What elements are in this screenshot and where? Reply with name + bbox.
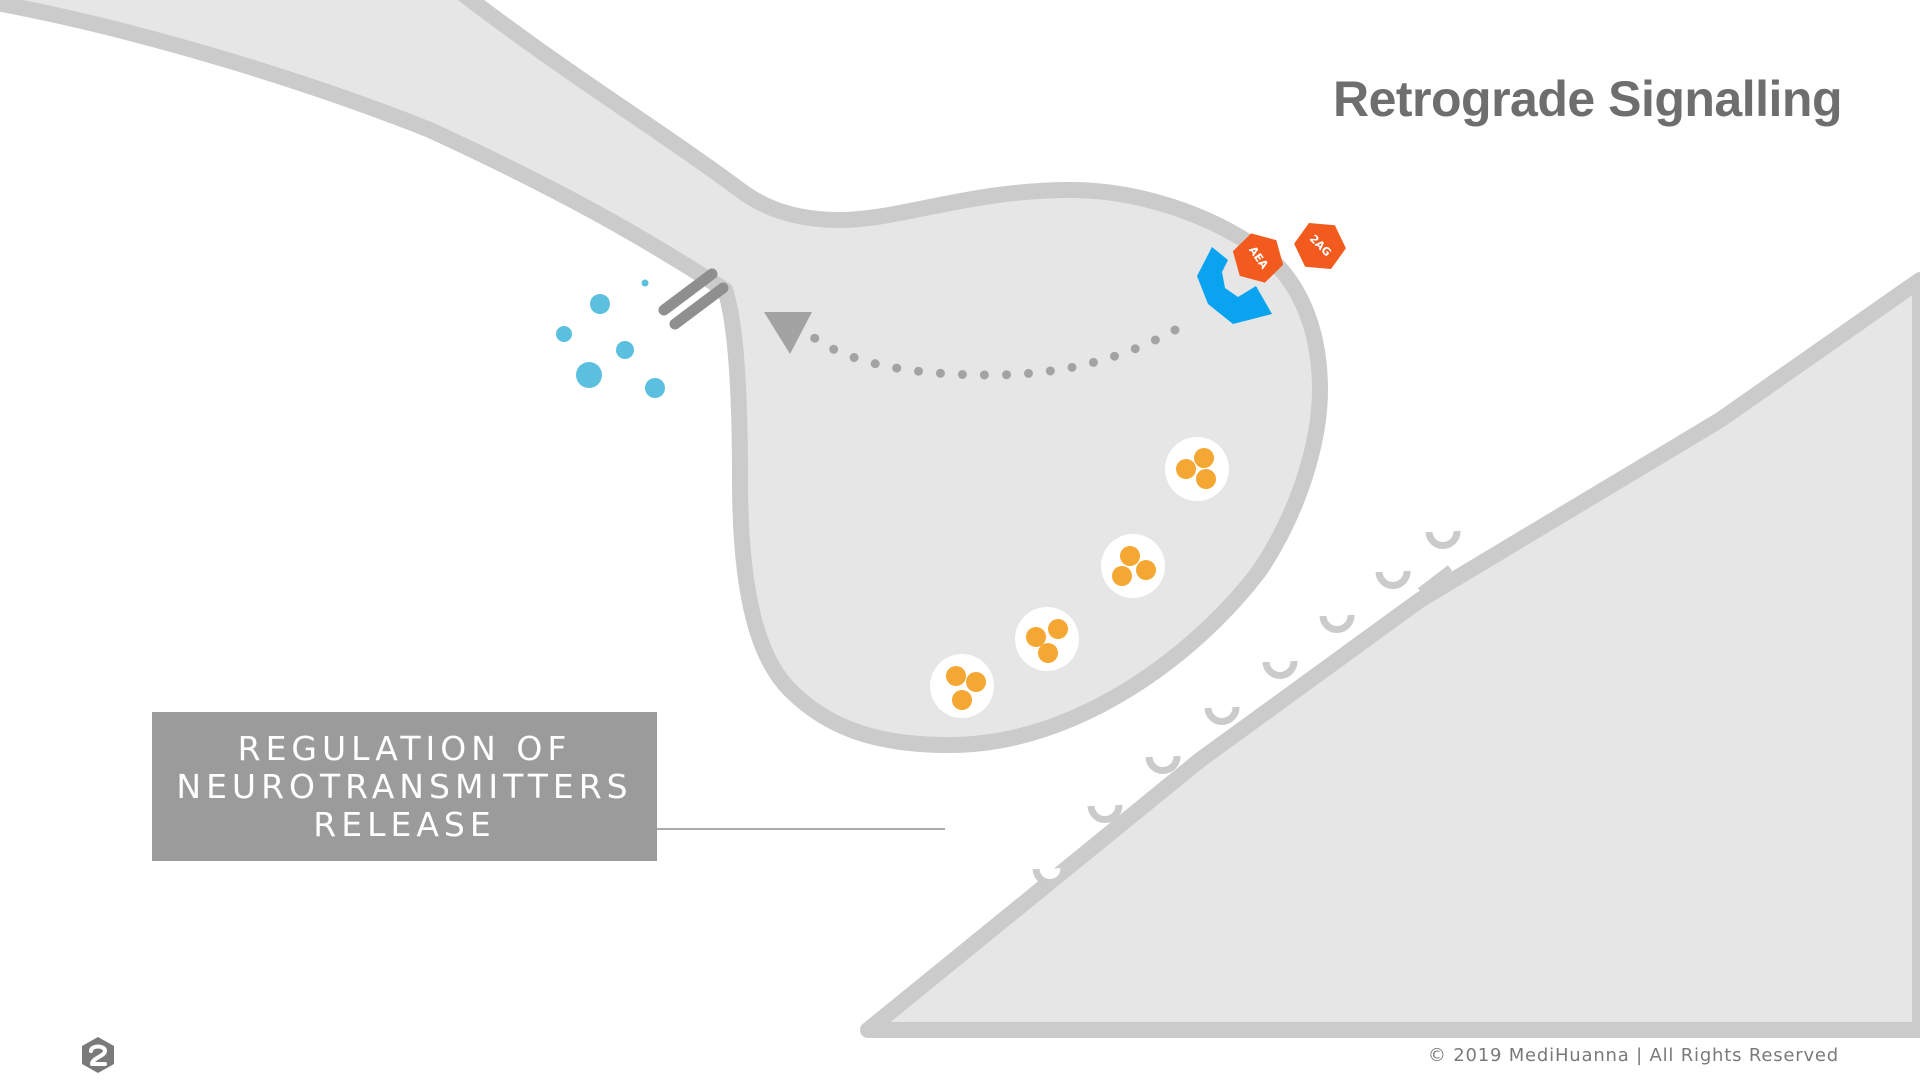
two-ag-ligand: 2AG	[1294, 222, 1346, 270]
postsynaptic-receptor-sites	[1032, 530, 1461, 886]
neurotransmitter-particles	[556, 279, 665, 398]
callout-line-1: REGULATION OF	[237, 728, 572, 768]
regulation-callout-box: REGULATION OF NEUROTRANSMITTERS RELEASE	[152, 712, 657, 861]
aea-hexagon-icon	[1232, 233, 1284, 283]
ion-channel-icon	[658, 268, 729, 330]
synaptic-vesicle	[1015, 607, 1079, 671]
synaptic-vesicle	[1165, 437, 1229, 501]
two-ag-hexagon-icon	[1294, 222, 1346, 270]
medihuanna-logo-icon	[82, 1037, 114, 1073]
copyright-notice: © 2019 MediHuanna | All Rights Reserved	[1427, 1045, 1839, 1066]
synaptic-vesicle	[930, 654, 994, 718]
aea-ligand: AEA	[1232, 233, 1284, 283]
synaptic-vesicle	[1101, 534, 1165, 598]
postsynaptic-neuron	[860, 272, 1920, 1038]
retrograde-arrow-icon	[764, 312, 812, 354]
callout-line-2: NEUROTRANSMITTERS	[176, 766, 633, 806]
presynaptic-terminal	[0, 0, 1328, 753]
page-title: Retrograde Signalling	[1332, 71, 1843, 127]
callout-line-3: RELEASE	[313, 804, 496, 844]
cb1-receptor-icon	[1197, 247, 1272, 324]
